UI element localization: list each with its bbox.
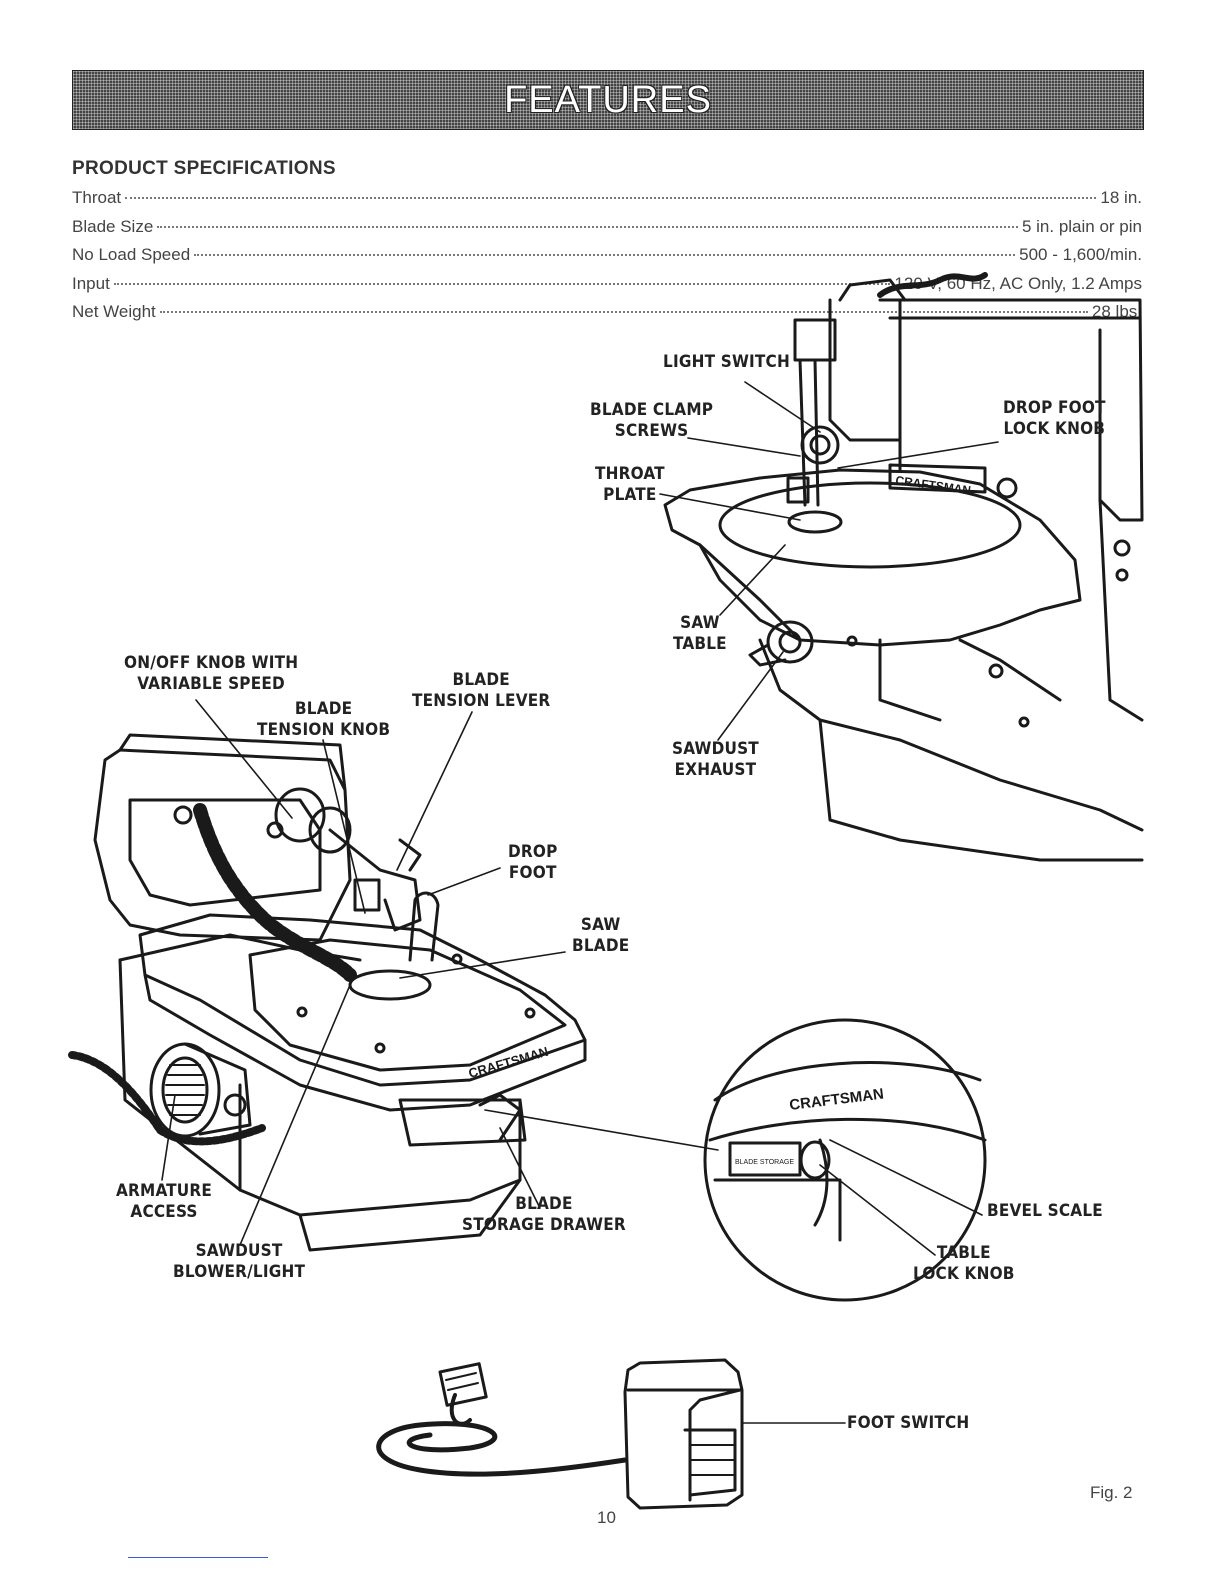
callout-bevel-scale: BEVEL SCALE xyxy=(987,1201,1103,1222)
callout-drop-foot-lock-knob: DROP FOOT LOCK KNOB xyxy=(1003,398,1106,440)
callout-line: FOOT xyxy=(508,863,557,883)
callout-line: EXHAUST xyxy=(674,760,757,780)
specifications-list: Throat 18 in. Blade Size 5 in. plain or … xyxy=(72,188,1142,331)
callout-line: BEVEL SCALE xyxy=(987,1201,1103,1221)
spec-value: 18 in. xyxy=(1100,188,1142,207)
closeup-circle-brand-mark: CRAFTSMAN xyxy=(788,1086,884,1114)
callout-line: TENSION KNOB xyxy=(257,720,391,740)
callout-line: VARIABLE SPEED xyxy=(137,674,285,694)
callout-blade-tension-lever: BLADE TENSION LEVER xyxy=(412,670,550,712)
drawer-label-tag: BLADE STORAGE xyxy=(735,1159,794,1166)
callout-line: SAWDUST xyxy=(672,739,759,759)
spec-row-no-load-speed: No Load Speed 500 - 1,600/min. xyxy=(72,245,1142,274)
closeup-saw-head: CRAFTSMAN xyxy=(663,272,1144,862)
callout-line: BLADE CLAMP xyxy=(590,400,714,420)
callout-on-off-knob: ON/OFF KNOB WITH VARIABLE SPEED xyxy=(124,653,298,695)
callout-line: BLADE xyxy=(294,699,353,719)
closeup-brand-mark: CRAFTSMAN xyxy=(895,473,972,497)
callout-line: LIGHT SWITCH xyxy=(663,352,790,372)
callout-line: TENSION LEVER xyxy=(412,691,551,711)
leader-lines xyxy=(161,381,999,1424)
dot-leader xyxy=(159,311,1088,313)
spec-value: 500 - 1,600/min. xyxy=(1019,245,1142,264)
spec-label: Blade Size xyxy=(72,216,154,236)
spec-label: Input xyxy=(72,273,110,293)
callout-saw-blade: SAW BLADE xyxy=(572,915,629,957)
dot-leader xyxy=(113,282,891,285)
footer-rule xyxy=(128,1557,268,1558)
spec-value: 5 in. plain or pin xyxy=(1021,216,1142,236)
callout-line: BLADE xyxy=(452,670,510,690)
callout-line: LOCK KNOB xyxy=(1003,419,1106,439)
dot-leader xyxy=(157,225,1018,228)
spec-label: Throat xyxy=(72,188,122,207)
callout-sawdust-exhaust: SAWDUST EXHAUST xyxy=(672,739,759,781)
callout-line: ACCESS xyxy=(130,1202,198,1222)
callout-line: TABLE xyxy=(936,1243,991,1263)
callout-table-lock-knob: TABLE LOCK KNOB xyxy=(913,1243,1015,1285)
callout-line: DROP xyxy=(508,842,558,862)
callout-drop-foot: DROP FOOT xyxy=(508,842,557,884)
spec-label: Net Weight xyxy=(72,302,156,321)
callout-light-switch: LIGHT SWITCH xyxy=(663,352,790,373)
callout-line: ON/OFF KNOB WITH xyxy=(124,653,299,673)
callout-line: STORAGE DRAWER xyxy=(462,1215,626,1235)
callout-line: THROAT xyxy=(595,464,665,484)
banner-title: FEATURES xyxy=(504,79,712,121)
callout-armature-access: ARMATURE ACCESS xyxy=(116,1181,212,1223)
callout-line: FOOT SWITCH xyxy=(847,1413,970,1433)
callout-sawdust-blower-light: SAWDUST BLOWER/LIGHT xyxy=(173,1241,305,1283)
spec-row-throat: Throat 18 in. xyxy=(72,188,1142,217)
spec-value: 28 lbs. xyxy=(1091,302,1142,321)
callout-line: SAW xyxy=(680,613,720,633)
callout-line: LOCK KNOB xyxy=(913,1264,1015,1284)
features-banner: FEATURES xyxy=(72,70,1144,130)
callout-line: DROP FOOT xyxy=(1003,398,1106,418)
spec-row-blade-size: Blade Size 5 in. plain or pin xyxy=(72,217,1142,246)
main-scroll-saw: CRAFTSMAN xyxy=(68,733,587,1252)
callout-blade-tension-knob: BLADE TENSION KNOB xyxy=(257,699,390,741)
callout-line: SAW xyxy=(580,915,621,935)
callout-line: ARMATURE xyxy=(116,1181,213,1201)
figure-label: Fig. 2 xyxy=(1090,1483,1133,1502)
callout-line: PLATE xyxy=(603,485,657,505)
dot-leader xyxy=(194,254,1016,256)
callout-foot-switch: FOOT SWITCH xyxy=(847,1413,969,1434)
callout-throat-plate: THROAT PLATE xyxy=(595,464,665,506)
callout-saw-table: SAW TABLE xyxy=(673,613,727,655)
callout-line: BLADE xyxy=(572,936,630,956)
callout-line: SAWDUST xyxy=(195,1241,283,1261)
specifications-heading: PRODUCT SPECIFICATIONS xyxy=(72,158,336,179)
callout-line: BLADE xyxy=(515,1194,573,1214)
spec-row-net-weight: Net Weight 28 lbs. xyxy=(72,302,1142,331)
callout-blade-storage-drawer: BLADE STORAGE DRAWER xyxy=(462,1194,626,1236)
foot-switch-drawing xyxy=(376,1358,744,1510)
callout-blade-clamp-screws: BLADE CLAMP SCREWS xyxy=(590,400,713,442)
callout-line: SCREWS xyxy=(614,421,689,441)
callout-line: TABLE xyxy=(673,634,727,654)
spec-label: No Load Speed xyxy=(72,245,191,264)
callout-line: BLOWER/LIGHT xyxy=(173,1262,306,1282)
dot-leader xyxy=(125,197,1097,199)
page-number: 10 xyxy=(597,1508,616,1527)
